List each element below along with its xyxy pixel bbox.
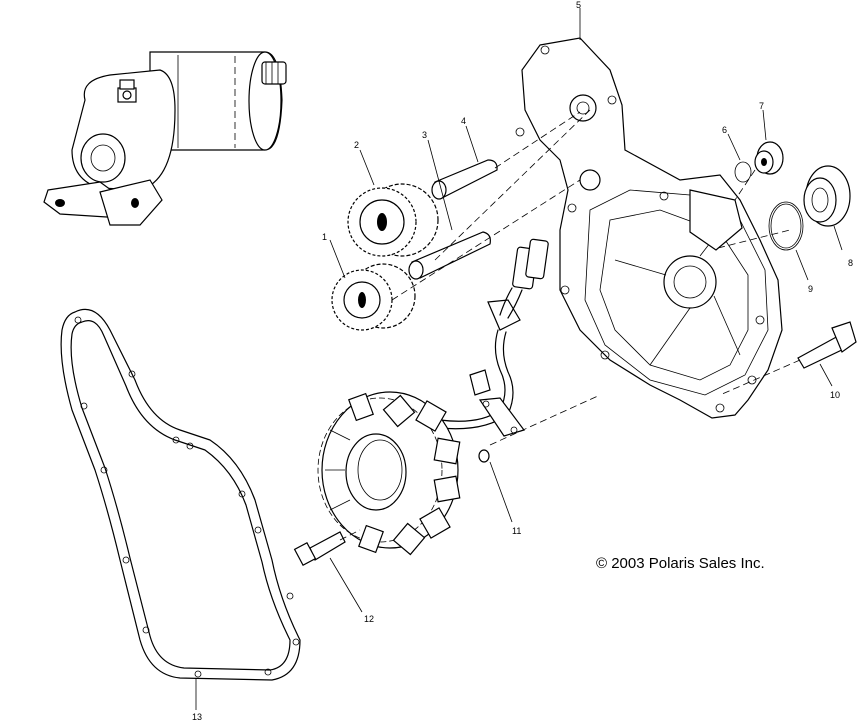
bolt-10 (797, 321, 857, 369)
alignment-lines (339, 109, 801, 541)
callout-5: 5 (576, 0, 581, 10)
callout-3: 3 (422, 130, 427, 140)
callout-labels: 1 2 3 4 5 6 7 8 9 10 11 12 13 (192, 0, 853, 722)
screw-12 (293, 531, 346, 567)
callout-2: 2 (354, 140, 359, 150)
gasket-13 (60, 308, 301, 681)
copyright-notice: © 2003 Polaris Sales Inc. (596, 555, 765, 572)
callout-1: 1 (322, 232, 327, 242)
callout-7: 7 (759, 101, 764, 111)
wire-harness (419, 238, 549, 437)
callout-9: 9 (808, 284, 813, 294)
gear-2 (347, 183, 439, 257)
stator (317, 391, 461, 556)
o-ring-6 (734, 161, 752, 183)
callout-8: 8 (848, 258, 853, 268)
o-ring-9 (768, 201, 804, 251)
leader-lines (195, 8, 843, 710)
cap-8 (803, 165, 851, 227)
starter-motor (43, 51, 287, 226)
callout-4: 4 (461, 116, 466, 126)
stator-cover (515, 37, 783, 419)
callout-10: 10 (830, 390, 840, 400)
shaft-3 (408, 231, 491, 280)
callout-11: 11 (512, 526, 521, 536)
gear-1 (331, 263, 416, 331)
callout-13: 13 (192, 712, 202, 722)
screw-11 (478, 449, 490, 463)
callout-6: 6 (722, 125, 727, 135)
callout-12: 12 (364, 614, 374, 624)
plug-7 (754, 141, 784, 175)
